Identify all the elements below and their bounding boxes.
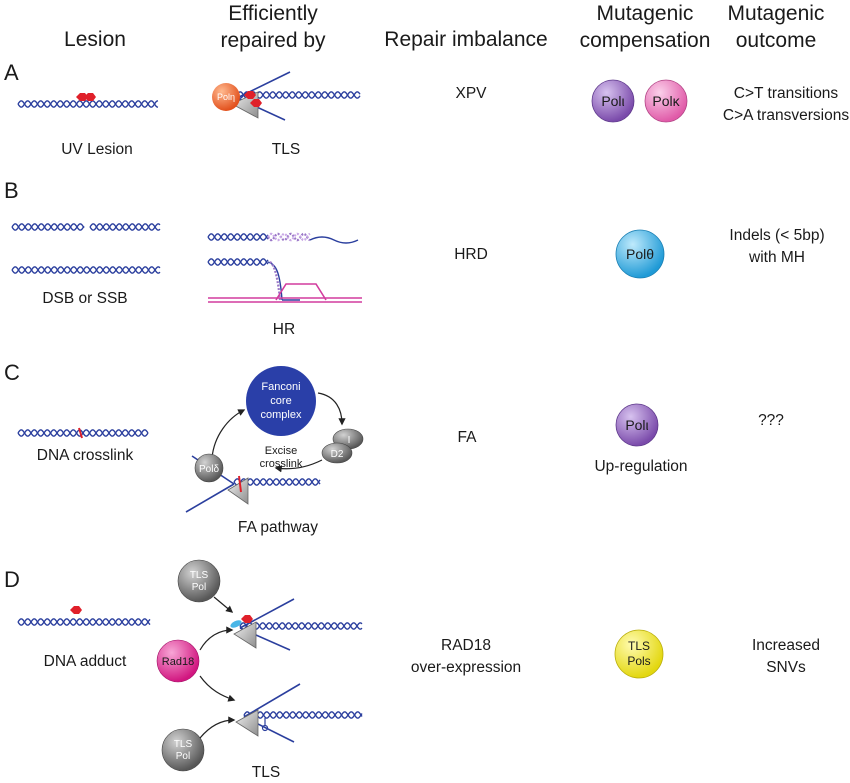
- imbalance-hrd: HRD: [454, 246, 488, 263]
- label-dsb-ssb: DSB or SSB: [42, 290, 127, 307]
- pol-eta-label: Polη: [217, 92, 235, 102]
- pol-iota-circle-c: [615, 403, 659, 447]
- dna-helix-ssb: [11, 266, 161, 274]
- excise-label-2: crosslink: [260, 458, 303, 470]
- pol-theta-circle: [615, 229, 665, 279]
- outcome-a-line1: C>T transitions: [734, 85, 839, 102]
- pol-eta-circle: [212, 83, 240, 111]
- row-c: C DNA crosslink Fanconi core complex I D…: [4, 360, 784, 536]
- header-repaired-line1: Efficiently: [228, 2, 318, 25]
- row-a: A UV Lesion Polη TLS XPV Polι Polκ C>T t…: [4, 60, 849, 158]
- fanc-d2-label: D2: [331, 449, 344, 460]
- label-tls-d: TLS: [252, 764, 280, 781]
- dna-adduct-mark: [70, 606, 82, 614]
- row-letter-a: A: [4, 60, 19, 85]
- tls-pols-label-1: TLS: [628, 639, 650, 653]
- fanconi-label-1: Fanconi: [261, 381, 300, 393]
- row-letter-d: D: [4, 567, 20, 592]
- tls-pol-top-label-2: Pol: [192, 582, 206, 593]
- fanc-i-label: I: [348, 435, 351, 446]
- tls-pol-top-label-1: TLS: [190, 570, 209, 581]
- tls-pols-label-2: Pols: [627, 654, 650, 668]
- rad18-circle: [156, 639, 200, 683]
- fanconi-core-complex: [246, 366, 316, 436]
- outcome-b-line2: with MH: [748, 249, 805, 266]
- dna-helix-uv: [17, 100, 159, 108]
- row-d: D DNA adduct TLS Pol Rad18: [4, 559, 820, 781]
- pcna-clamp-c: [227, 477, 249, 505]
- label-hr: HR: [273, 321, 295, 338]
- pol-delta-circle: [194, 453, 224, 483]
- header-repaired-line2: repaired by: [220, 29, 326, 52]
- row-letter-c: C: [4, 360, 20, 385]
- fanconi-label-3: complex: [261, 409, 302, 421]
- pol-iota-label-c: Polι: [625, 417, 648, 433]
- header-lesion: Lesion: [64, 28, 126, 51]
- hr-diagram: [207, 232, 362, 303]
- label-fa-pathway: FA pathway: [238, 519, 318, 536]
- outcome-b-line1: Indels (< 5bp): [729, 227, 824, 244]
- header-imbalance: Repair imbalance: [384, 28, 547, 51]
- crosslink-mark: [78, 427, 83, 439]
- row-b: B DSB or SSB HR HRD Polθ Indels (< 5bp) …: [4, 178, 825, 338]
- dna-helix-break-right: [89, 223, 161, 231]
- label-tls-a: TLS: [272, 141, 300, 158]
- pol-kappa-circle: [644, 79, 688, 123]
- fanconi-label-2: core: [270, 395, 291, 407]
- tls-fork-a: Polη: [212, 71, 361, 121]
- tls-pol-bottom-label-2: Pol: [176, 751, 190, 762]
- tls-pol-bottom-circle: [161, 728, 205, 772]
- tls-pol-top-circle: [177, 559, 221, 603]
- header-outcome-line1: Mutagenic: [728, 2, 825, 25]
- label-dna-crosslink: DNA crosslink: [37, 447, 134, 464]
- imbalance-rad18-line2: over-expression: [411, 659, 521, 676]
- label-dna-adduct: DNA adduct: [44, 653, 127, 670]
- fancd2-protein: [321, 442, 353, 464]
- header-compensation-line2: compensation: [580, 29, 711, 52]
- imbalance-rad18-line1: RAD18: [441, 637, 491, 654]
- pol-iota-label-a: Polι: [601, 93, 624, 109]
- pol-kappa-label: Polκ: [652, 93, 680, 109]
- pol-iota-circle-a: [591, 79, 635, 123]
- label-uv-lesion: UV Lesion: [61, 141, 133, 158]
- rad18-label: Rad18: [162, 656, 194, 668]
- label-up-regulation: Up-regulation: [594, 458, 687, 475]
- outcome-d-line1: Increased: [752, 637, 820, 654]
- tls-pol-bottom-label-1: TLS: [174, 739, 193, 750]
- pcna-clamp-d-bottom: [235, 709, 259, 737]
- imbalance-fa: FA: [458, 429, 478, 446]
- dna-helix-break-left: [11, 223, 85, 231]
- dna-helix-adduct: [17, 618, 151, 626]
- outcome-a-line2: C>A transversions: [723, 107, 849, 124]
- fa-pathway: Fanconi core complex I D2 Excise crossli…: [185, 366, 364, 513]
- imbalance-xpv: XPV: [455, 85, 487, 102]
- pcna-clamp-d-top: [233, 621, 257, 649]
- column-headers: Lesion Efficiently repaired by Repair im…: [64, 2, 824, 52]
- header-compensation-line1: Mutagenic: [597, 2, 694, 25]
- uv-lesion-mark: [76, 93, 96, 101]
- pol-theta-label: Polθ: [626, 246, 654, 262]
- pol-delta-label: Polδ: [199, 464, 219, 475]
- excise-label-1: Excise: [265, 445, 297, 457]
- tls-pols-circle: [614, 629, 664, 679]
- outcome-d-line2: SNVs: [766, 659, 806, 676]
- row-letter-b: B: [4, 178, 19, 203]
- tls-diagram-d: TLS Pol Rad18 TLS Pol: [156, 559, 363, 772]
- outcome-c: ???: [758, 412, 784, 429]
- dna-helix-crosslink: [17, 429, 149, 437]
- header-outcome-line2: outcome: [736, 29, 817, 52]
